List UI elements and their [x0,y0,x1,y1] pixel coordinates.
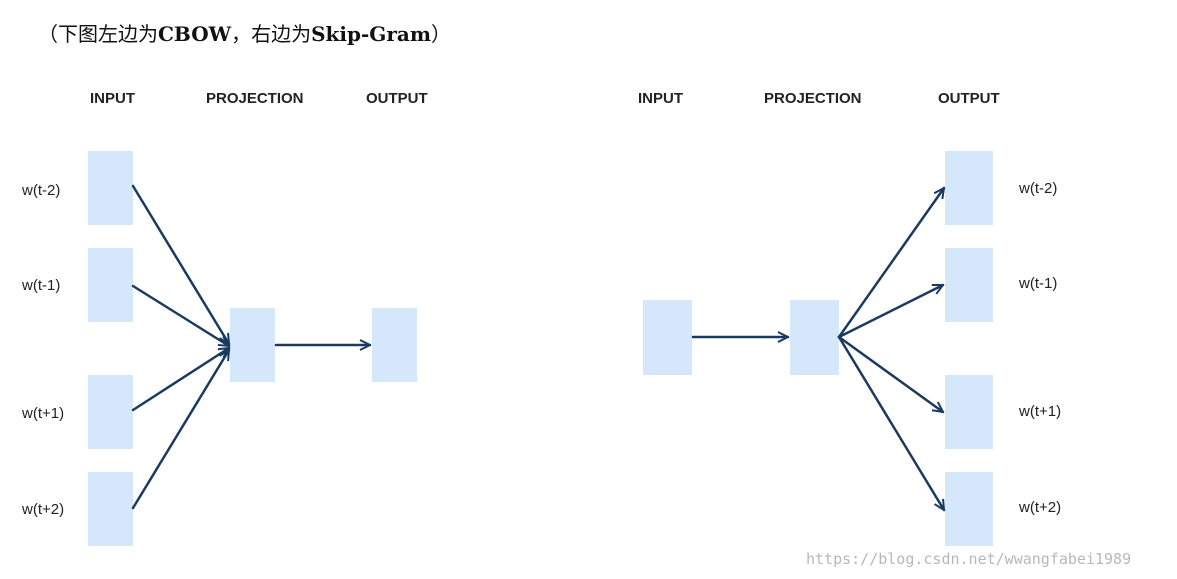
skipgram-output-arrow [837,335,943,412]
caption-close: ） [431,22,451,46]
diagram-caption: （下图左边为CBOW，右边为Skip-Gram） [38,18,451,47]
skipgram-output-label: w(t-1) [1019,275,1058,292]
cbow-input-arrow [131,350,231,510]
cbow-input-label: w(t+2) [22,501,65,518]
cbow-input-box [88,375,133,449]
skipgram-output-box [945,375,993,449]
cbow-input-box [88,151,133,225]
skipgram-input-box [643,300,692,375]
cbow-output-header: OUTPUT [366,90,428,107]
cbow-projection-box [230,308,275,382]
cbow-input-box [88,248,133,322]
skipgram-input-header: INPUT [638,90,683,107]
skipgram-output-label: w(t+2) [1019,499,1062,516]
caption-skipgram: Skip-Gram [311,22,431,46]
skipgram-projection-box [790,300,839,375]
caption-mid: ，右边为 [231,22,312,46]
skipgram-output-box [945,472,993,546]
skipgram-output-arrow [837,335,946,510]
cbow-output-box [372,308,417,382]
skipgram-projection-header: PROJECTION [764,90,862,107]
cbow-input-arrow [131,284,229,348]
cbow-input-header: INPUT [90,90,135,107]
skipgram-output-box [945,151,993,225]
skipgram-output-box [945,248,993,322]
caption-open: （下图左边为 [38,22,158,46]
skipgram-output-label: w(t+1) [1019,403,1062,420]
skipgram-output-label: w(t-2) [1019,180,1058,197]
cbow-input-label: w(t+1) [22,405,65,422]
cbow-input-box [88,472,133,546]
cbow-input-arrow [131,346,229,412]
skipgram-output-header: OUTPUT [938,90,1000,107]
skipgram-output-arrow [837,283,943,339]
cbow-input-label: w(t-1) [22,277,61,294]
caption-cbow: CBOW [158,22,232,46]
cbow-input-arrow [131,184,231,344]
skipgram-output-arrow [837,188,944,339]
cbow-projection-header: PROJECTION [206,90,304,107]
cbow-input-label: w(t-2) [22,182,61,199]
watermark-url: https://blog.csdn.net/wwangfabei1989 [806,550,1132,568]
